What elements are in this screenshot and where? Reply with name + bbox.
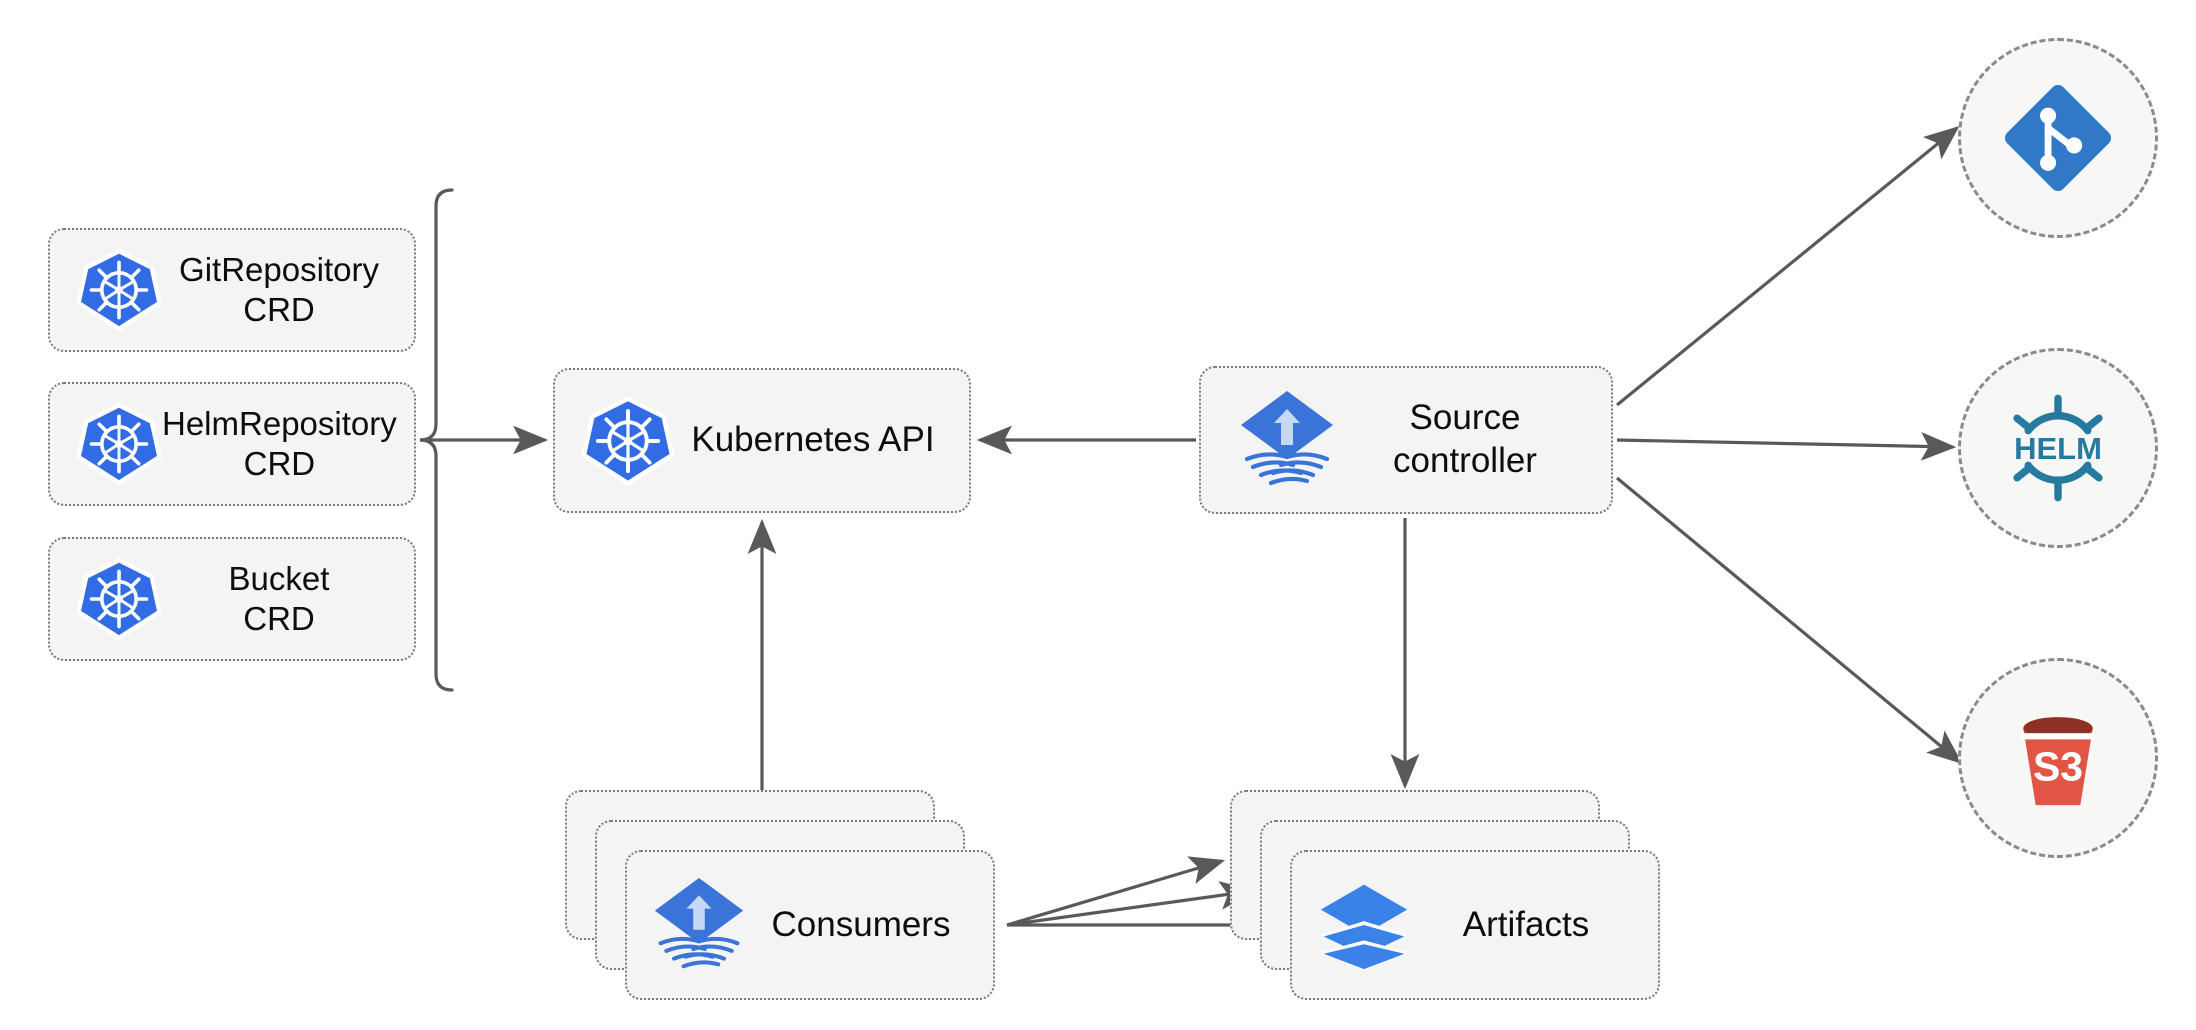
crd-label: HelmRepository CRD [162,404,397,482]
s3-wordmark: S3 [2033,743,2083,789]
node-artifacts-stack[interactable]: Artifacts [1230,790,1670,1000]
external-s3-circle[interactable]: S3 [1958,658,2158,858]
crd-label: GitRepository CRD [179,250,379,328]
crd-box-gitrepository[interactable]: GitRepository CRD [48,228,416,352]
edge-source-to-helm [1616,431,1957,461]
external-helm-circle[interactable]: HELM [1958,348,2158,548]
flux-icon [1237,387,1337,493]
git-icon [1996,76,2120,200]
crd-label: Bucket CRD [228,559,330,637]
helm-icon: HELM [1996,386,2120,510]
kubernetes-icon [76,401,162,487]
crd-group-brace [419,188,454,692]
crd-box-bucket[interactable]: Bucket CRD [48,537,416,661]
node-kubernetes-api[interactable]: Kubernetes API [553,368,971,513]
crd-box-helmrepository[interactable]: HelmRepository CRD [48,382,416,506]
edge-source-to-s3 [1615,476,1963,765]
node-label: Artifacts [1462,904,1590,944]
kubernetes-icon [76,247,162,333]
helm-wordmark: HELM [2014,431,2102,466]
kubernetes-icon [581,394,675,488]
node-label: Consumers [771,904,951,944]
node-consumers-stack[interactable]: Consumers [565,790,1005,1000]
node-source-controller[interactable]: Source controller [1199,366,1613,514]
kubernetes-icon [76,556,162,642]
node-artifacts[interactable]: Artifacts [1290,850,1660,1000]
node-label: Source controller [1393,398,1537,480]
node-label: Kubernetes API [691,420,935,460]
layers-icon [1316,877,1412,973]
node-consumers[interactable]: Consumers [625,850,995,1000]
s3-icon: S3 [1996,696,2120,820]
edge-source-to-git [1615,125,1960,407]
flux-icon [651,874,747,976]
edge-consumers-to-artifacts-2 [1006,881,1256,927]
edge-consumers-to-artifacts-1 [1006,856,1226,927]
external-git-circle[interactable] [1958,38,2158,238]
